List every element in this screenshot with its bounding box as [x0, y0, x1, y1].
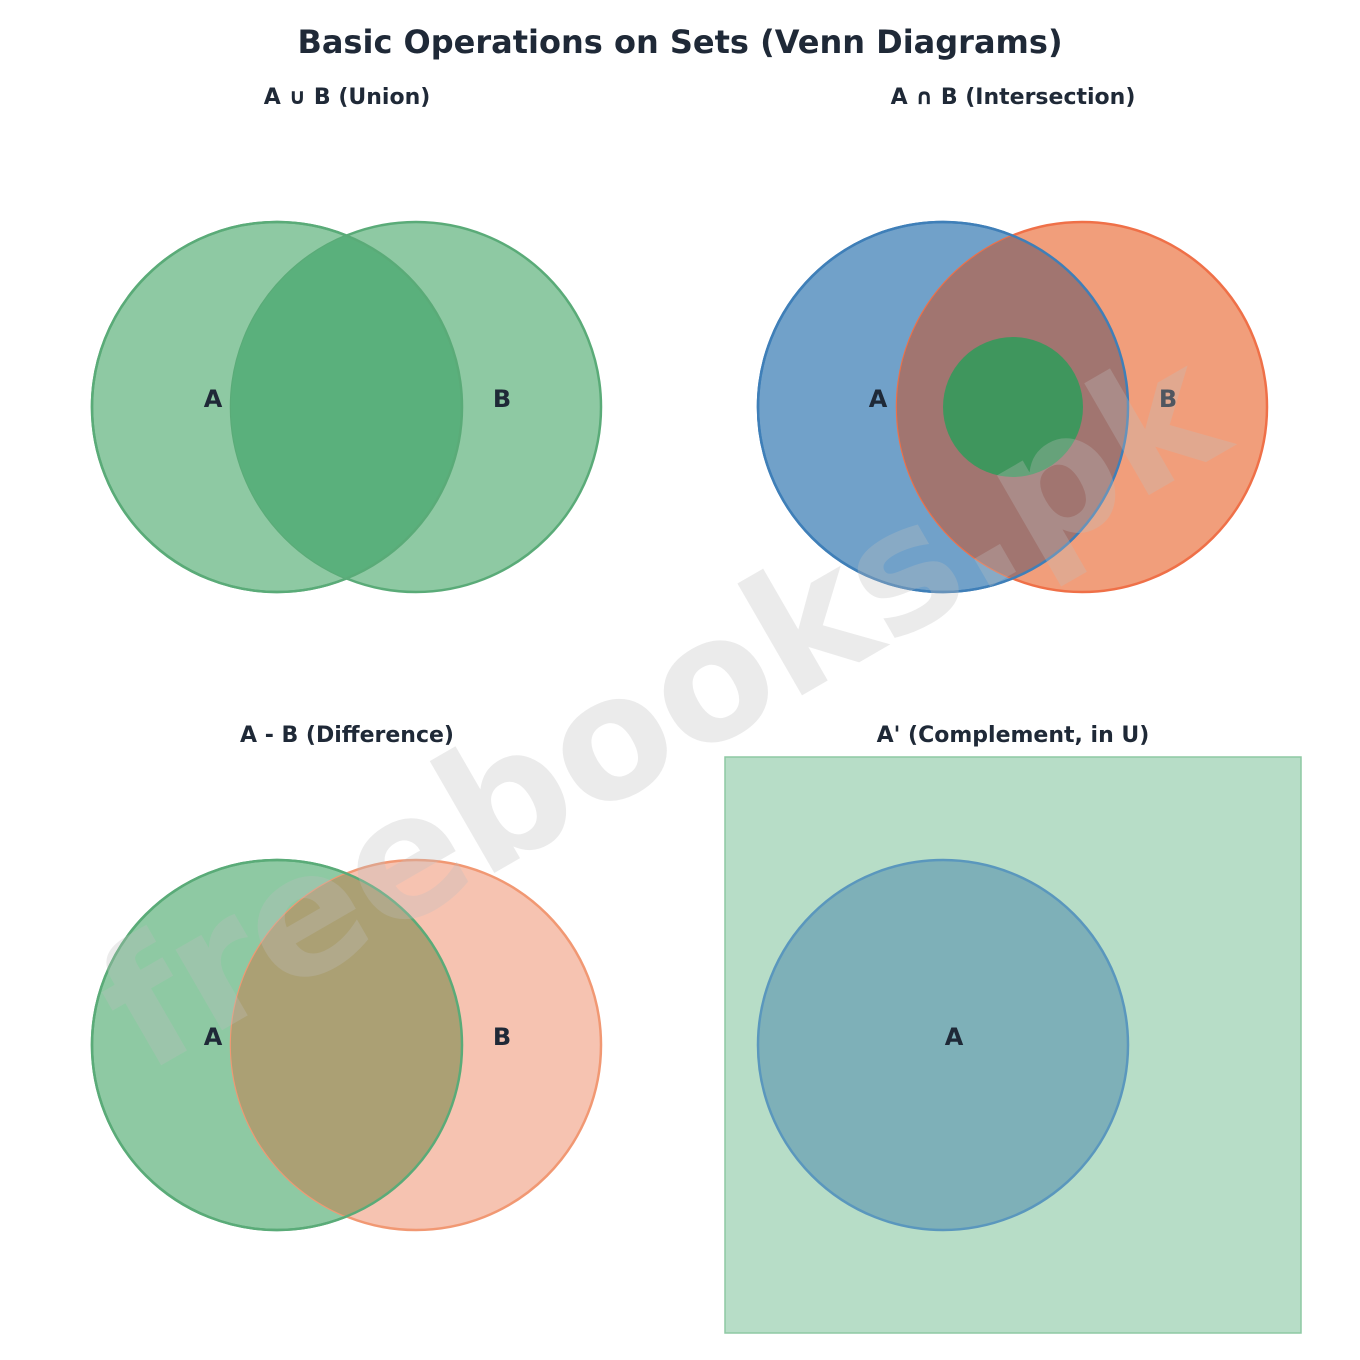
intersection-label-a: A	[869, 385, 888, 413]
intersection-set-a-circle-outline	[756, 220, 1130, 594]
intersection-panel: A B	[756, 220, 1269, 594]
union-panel-title: A ∪ B (Union)	[264, 85, 431, 110]
difference-set-a-circle-outline	[90, 858, 464, 1232]
complement-panel-title: A' (Complement, in U)	[877, 723, 1150, 748]
page-title: Basic Operations on Sets (Venn Diagrams)	[297, 23, 1062, 61]
difference-overlap-region	[230, 873, 463, 1217]
union-label-a: A	[204, 385, 223, 413]
union-overlap-region	[230, 235, 463, 579]
complement-label-a: A	[945, 1023, 964, 1051]
difference-label-b: B	[493, 1023, 511, 1051]
union-panel: A B	[90, 220, 603, 594]
union-label-b: B	[493, 385, 511, 413]
difference-panel: A B	[90, 858, 603, 1232]
intersection-label-b: B	[1159, 385, 1177, 413]
difference-panel-title: A - B (Difference)	[240, 723, 454, 748]
intersection-panel-title: A ∩ B (Intersection)	[891, 85, 1136, 110]
complement-panel: A	[724, 756, 1302, 1334]
union-set-a-circle-outline	[90, 220, 464, 594]
difference-label-a: A	[204, 1023, 223, 1051]
complement-set-a-circle	[756, 858, 1130, 1232]
intersection-highlight	[943, 337, 1083, 477]
